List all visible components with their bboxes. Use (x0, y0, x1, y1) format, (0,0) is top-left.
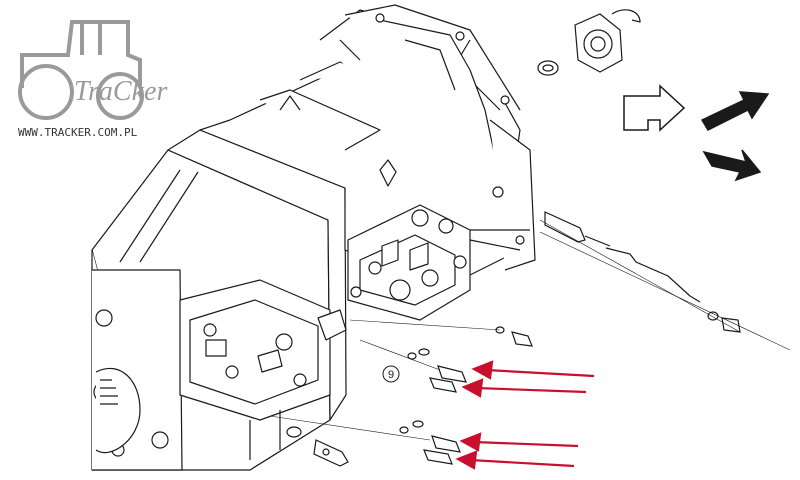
seal-plate-assembly (537, 9, 641, 76)
red-arrow-4 (455, 450, 575, 470)
direction-arrow-outline-icon (623, 84, 686, 132)
logo-brand-text: TraCker (74, 76, 167, 107)
direction-arrow-solid-icon (700, 91, 770, 182)
sensor-fittings (269, 319, 533, 467)
callout-9: 9 (382, 365, 400, 383)
red-arrow-2 (461, 378, 587, 398)
red-arrow-1 (471, 360, 595, 380)
red-arrow-3 (459, 432, 579, 452)
red-pointer-arrows (455, 360, 595, 470)
tractor-logo-icon (18, 20, 144, 120)
transmission-housing (91, 4, 536, 471)
logo-url-text: WWW.TRACKER.COM.PL (18, 126, 138, 139)
callout-9-label: 9 (388, 369, 394, 381)
cable-rod-assembly (539, 211, 791, 351)
